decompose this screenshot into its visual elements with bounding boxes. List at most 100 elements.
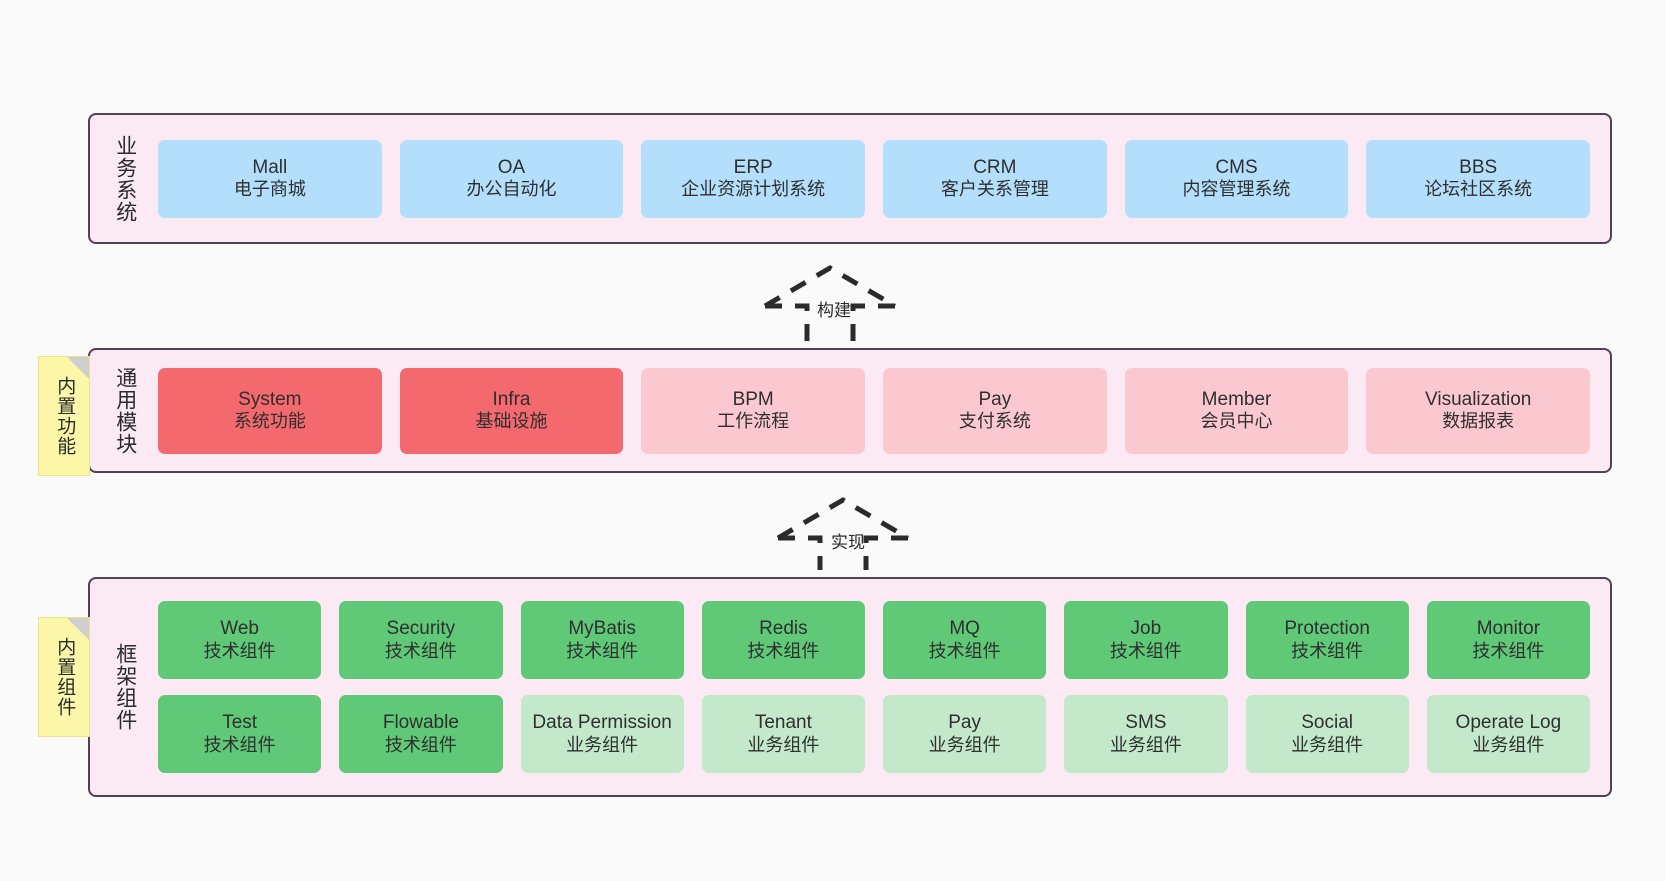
node-label-cn: 会员中心 (1200, 411, 1273, 432)
node-oa[interactable]: OA 办公自动化 (399, 139, 624, 218)
layer-framework-component: 框架组件 Web 技术组件 Security 技术组件 MyBatis 技术组件… (88, 577, 1612, 797)
node-label-cn: 技术组件 (384, 640, 457, 661)
layer-body-common-module: System 系统功能 Infra 基础设施 BPM 工作流程 Pay 支付系统… (148, 350, 1610, 471)
layer-title-common-module: 通用模块 (113, 366, 137, 455)
node-cms[interactable]: CMS 内容管理系统 (1124, 139, 1349, 218)
node-label-cn: 企业资源计划系统 (681, 179, 826, 200)
node-bbs[interactable]: BBS 论坛社区系统 (1366, 139, 1591, 218)
node-label-cn: 业务组件 (747, 734, 820, 755)
node-label-cn: 工作流程 (717, 411, 790, 432)
note-fold-corner-icon (67, 618, 89, 640)
node-erp[interactable]: ERP 企业资源计划系统 (641, 139, 866, 218)
node-label-en: Job (1130, 618, 1162, 640)
note-label: 内置组件 (54, 637, 76, 717)
node-label-en: Web (220, 618, 259, 640)
node-job[interactable]: Job 技术组件 (1064, 601, 1228, 679)
node-row: System 系统功能 Infra 基础设施 BPM 工作流程 Pay 支付系统… (158, 367, 1591, 454)
node-crm[interactable]: CRM 客户关系管理 (883, 139, 1107, 218)
node-label-cn: 论坛社区系统 (1424, 179, 1533, 200)
node-label-en: Test (222, 712, 258, 734)
node-row: Mall 电子商城 OA 办公自动化 ERP 企业资源计划系统 CRM 客户关系… (158, 139, 1591, 218)
node-label-cn: 技术组件 (1109, 640, 1182, 661)
node-label-cn: 客户关系管理 (940, 179, 1049, 200)
node-label-en: Monitor (1476, 618, 1541, 640)
node-label-cn: 业务组件 (1472, 734, 1545, 755)
node-label-en: Pay (948, 712, 981, 734)
node-pay-business[interactable]: Pay 业务组件 (883, 695, 1047, 773)
node-label-en: OA (497, 156, 526, 178)
node-monitor[interactable]: Monitor 技术组件 (1426, 601, 1590, 679)
node-label-cn: 支付系统 (958, 411, 1031, 432)
node-label-cn: 技术组件 (928, 640, 1001, 661)
node-label-cn: 技术组件 (747, 640, 820, 661)
node-label-en: Infra (492, 388, 531, 410)
layer-body-business-system: Mall 电子商城 OA 办公自动化 ERP 企业资源计划系统 CRM 客户关系… (148, 115, 1610, 242)
node-mybatis[interactable]: MyBatis 技术组件 (520, 601, 684, 679)
node-redis[interactable]: Redis 技术组件 (701, 601, 865, 679)
node-operate-log[interactable]: Operate Log 业务组件 (1426, 695, 1590, 773)
node-system[interactable]: System 系统功能 (158, 367, 382, 454)
node-label-cn: 技术组件 (203, 640, 276, 661)
connector-implement-arrow (776, 497, 910, 570)
node-label-en: Tenant (754, 712, 812, 734)
node-data-permission[interactable]: Data Permission 业务组件 (520, 695, 684, 773)
node-pay[interactable]: Pay 支付系统 (883, 367, 1107, 454)
node-label-en: Member (1201, 388, 1272, 410)
node-row: Web 技术组件 Security 技术组件 MyBatis 技术组件 Redi… (158, 601, 1590, 679)
node-flowable[interactable]: Flowable 技术组件 (339, 695, 503, 773)
node-label-en: Security (386, 618, 456, 640)
connector-build-arrow (763, 265, 897, 348)
layer-business-system: 业务系统 Mall 电子商城 OA 办公自动化 ERP 企业资源计划系统 CRM… (88, 113, 1612, 244)
node-infra[interactable]: Infra 基础设施 (399, 367, 624, 454)
node-social[interactable]: Social 业务组件 (1245, 695, 1409, 773)
node-label-en: Operate Log (1455, 712, 1562, 734)
node-label-cn: 基础设施 (475, 411, 548, 432)
node-label-en: BBS (1459, 156, 1498, 178)
node-label-cn: 电子商城 (233, 179, 306, 200)
node-label-cn: 技术组件 (1472, 640, 1545, 661)
node-label-en: CMS (1215, 156, 1258, 178)
node-sms[interactable]: SMS 业务组件 (1064, 695, 1228, 773)
node-test[interactable]: Test 技术组件 (158, 695, 322, 773)
node-member[interactable]: Member 会员中心 (1124, 367, 1349, 454)
layer-title-framework-component: 框架组件 (113, 643, 137, 731)
note-fold-corner-icon (67, 357, 89, 379)
node-label-cn: 业务组件 (928, 734, 1001, 755)
node-label-en: Pay (978, 388, 1012, 410)
node-bpm[interactable]: BPM 工作流程 (641, 367, 866, 454)
node-label-en: MQ (949, 618, 980, 640)
note-builtin-feature: 内置功能 (38, 356, 90, 476)
node-security[interactable]: Security 技术组件 (339, 601, 503, 679)
node-label-cn: 技术组件 (384, 734, 457, 755)
connector-build-label: 构建 (817, 301, 851, 320)
node-label-en: MyBatis (568, 618, 636, 640)
node-label-en: CRM (973, 156, 1017, 178)
node-label-cn: 业务组件 (566, 734, 639, 755)
node-web[interactable]: Web 技术组件 (158, 601, 322, 679)
node-label-en: Redis (759, 618, 808, 640)
node-label-cn: 技术组件 (566, 640, 639, 661)
note-label: 内置功能 (54, 376, 76, 456)
node-tenant[interactable]: Tenant 业务组件 (701, 695, 865, 773)
node-mq[interactable]: MQ 技术组件 (883, 601, 1047, 679)
node-row: Test 技术组件 Flowable 技术组件 Data Permission … (158, 695, 1590, 773)
layer-common-module: 通用模块 System 系统功能 Infra 基础设施 BPM 工作流程 Pay… (88, 348, 1612, 473)
node-label-cn: 业务组件 (1109, 734, 1182, 755)
node-label-en: Data Permission (532, 712, 672, 734)
note-builtin-component: 内置组件 (38, 617, 90, 737)
node-label-en: SMS (1125, 712, 1167, 734)
node-label-cn: 办公自动化 (466, 179, 557, 200)
node-label-cn: 数据报表 (1442, 411, 1515, 432)
node-label-en: Mall (252, 156, 288, 178)
node-label-en: Social (1301, 712, 1353, 734)
node-protection[interactable]: Protection 技术组件 (1245, 601, 1409, 679)
node-label-cn: 技术组件 (1291, 640, 1364, 661)
node-visualization[interactable]: Visualization 数据报表 (1366, 367, 1591, 454)
node-mall[interactable]: Mall 电子商城 (158, 139, 382, 218)
node-label-en: ERP (733, 156, 773, 178)
node-label-en: Visualization (1425, 388, 1532, 410)
node-label-en: System (238, 388, 302, 410)
node-label-en: Flowable (382, 712, 459, 734)
node-label-en: BPM (732, 388, 774, 410)
